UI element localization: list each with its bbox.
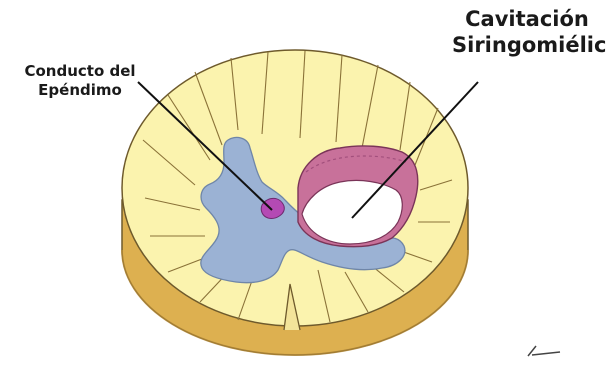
cavitation-label: Cavitación Siringomiélica	[452, 6, 602, 59]
ependymal-label-line-1: Conducto del	[10, 62, 150, 81]
ependymal-canal	[261, 198, 284, 218]
artist-signature-mark	[528, 346, 560, 356]
cavitation-label-line-2: Siringomiélica	[452, 32, 602, 58]
ependymal-label-line-2: Epéndimo	[10, 81, 150, 100]
ependymal-canal-label: Conducto del Epéndimo	[10, 62, 150, 100]
cavitation-label-line-1: Cavitación	[452, 6, 602, 32]
